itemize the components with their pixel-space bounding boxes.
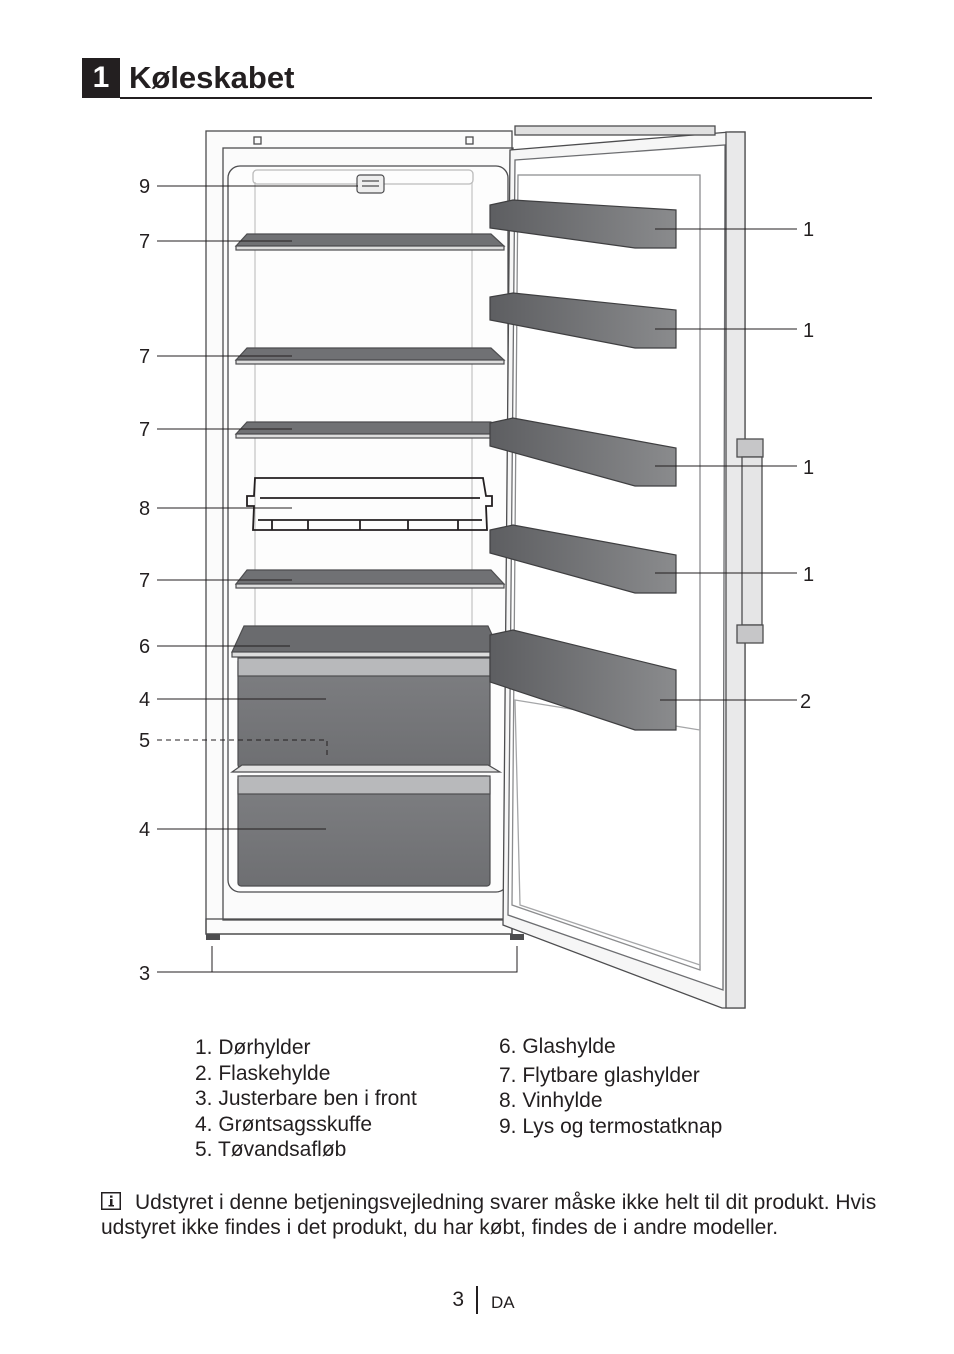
door-handle xyxy=(736,438,764,644)
legend-left: 1. Dørhylder 2. Flaskehylde 3. Justerbar… xyxy=(195,1035,417,1163)
callout-8: 8 xyxy=(139,498,150,520)
callout-6: 6 xyxy=(139,636,150,658)
callout-1: 1 xyxy=(803,564,814,586)
left-leader-lines xyxy=(157,185,518,973)
callout-4: 4 xyxy=(139,689,150,711)
feet xyxy=(206,934,524,940)
callout-1: 1 xyxy=(803,320,814,342)
legend-right: 6. Glashylde 7. Flytbare glashylder 8. V… xyxy=(499,1034,722,1139)
section-number: 1 xyxy=(82,58,120,98)
callout-7: 7 xyxy=(139,419,150,441)
legend-item: 7. Flytbare glashylder xyxy=(499,1063,700,1087)
info-icon xyxy=(101,1192,121,1210)
callout-4: 4 xyxy=(139,819,150,841)
section-rule xyxy=(120,97,872,99)
left-callouts: 9 7 7 7 8 7 6 4 5 4 3 xyxy=(139,176,150,985)
legend-item: 8. Vinhylde xyxy=(499,1089,603,1112)
wine-rack xyxy=(246,477,493,531)
page-footer: 3 DA xyxy=(0,1286,954,1316)
callout-2: 2 xyxy=(800,691,811,713)
callout-9: 9 xyxy=(139,176,150,198)
section-title: Køleskabet xyxy=(129,60,295,95)
fridge-diagram: 9 7 7 7 8 7 6 4 5 4 3 1 1 1 1 2 xyxy=(139,125,814,1009)
info-note: Udstyret i denne betjeningsvejledning sv… xyxy=(101,1190,891,1240)
light-thermostat xyxy=(356,174,385,194)
callout-1: 1 xyxy=(803,219,814,241)
right-leader-lines xyxy=(655,228,797,701)
callout-7: 7 xyxy=(139,231,150,253)
legend-item: 3. Justerbare ben i front xyxy=(195,1087,417,1110)
callout-1: 1 xyxy=(803,457,814,479)
legend-item: 2. Flaskehylde xyxy=(195,1061,331,1085)
footer-divider xyxy=(476,1286,478,1314)
crisper-drawers xyxy=(230,657,503,887)
legend-item: 9. Lys og termostatknap xyxy=(499,1114,723,1138)
door-shelves xyxy=(489,199,677,731)
section-header: 1 Køleskabet xyxy=(82,58,872,99)
legend-item: 5. Tøvandsafløb xyxy=(195,1138,347,1161)
legend-item: 1. Dørhylder xyxy=(195,1036,311,1059)
right-callouts: 1 1 1 1 2 xyxy=(800,219,814,713)
callout-7: 7 xyxy=(139,346,150,368)
page-number: 3 xyxy=(452,1288,464,1311)
legend-item: 4. Grøntsagsskuffe xyxy=(195,1112,373,1136)
legend-item: 6. Glashylde xyxy=(499,1035,616,1058)
callout-7: 7 xyxy=(139,570,150,592)
callout-3: 3 xyxy=(139,963,150,985)
callout-5: 5 xyxy=(139,730,150,752)
note-text: Udstyret i denne betjeningsvejledning sv… xyxy=(101,1191,877,1239)
language-code: DA xyxy=(491,1293,515,1312)
